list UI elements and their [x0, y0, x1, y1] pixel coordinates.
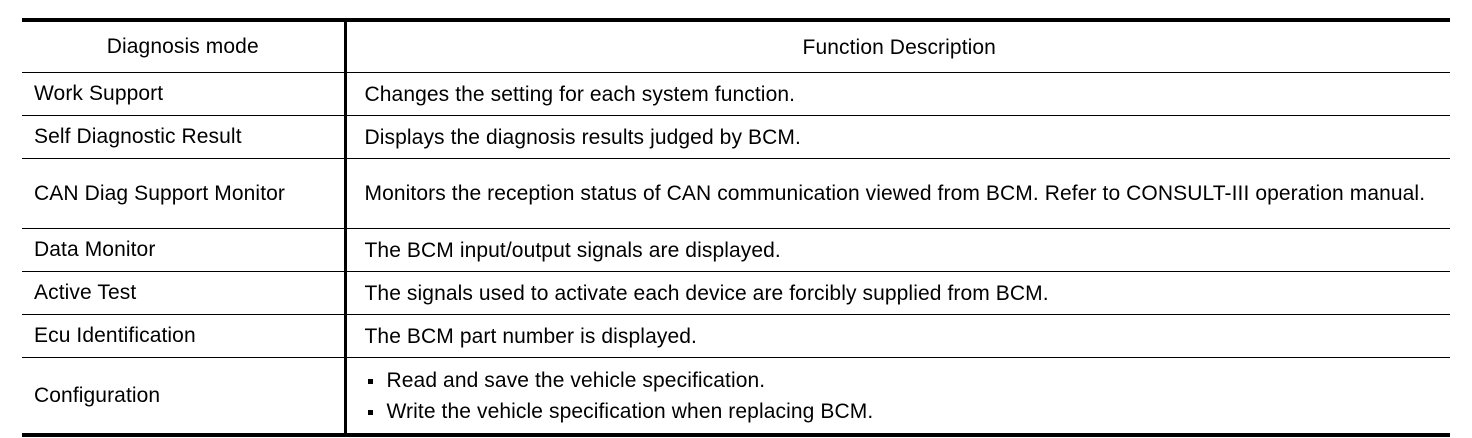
- cell-description: The BCM input/output signals are display…: [345, 228, 1450, 272]
- table-row: Active Test The signals used to activate…: [22, 271, 1450, 315]
- mode-label: Active Test: [34, 281, 137, 304]
- list-item: Read and save the vehicle specification.: [365, 365, 1435, 396]
- cell-mode: Ecu Identification: [22, 314, 347, 358]
- cell-mode: Data Monitor: [22, 228, 347, 272]
- cell-description: Monitors the reception status of CAN com…: [345, 158, 1450, 229]
- header-cell-function-description: Function Description: [345, 18, 1450, 73]
- mode-label: Work Support: [34, 82, 164, 105]
- description-text: Displays the diagnosis results judged by…: [364, 125, 801, 149]
- cell-description: Displays the diagnosis results judged by…: [345, 115, 1450, 159]
- mode-label: Ecu Identification: [34, 324, 196, 347]
- description-text: The BCM input/output signals are display…: [364, 238, 781, 262]
- mode-label: Configuration: [34, 383, 161, 407]
- header-label-diagnosis-mode: Diagnosis mode: [106, 35, 259, 58]
- table-header-row: Diagnosis mode Function Description: [22, 18, 1450, 73]
- table-row: Work Support Changes the setting for eac…: [22, 72, 1450, 116]
- table-row: CAN Diag Support Monitor Monitors the re…: [22, 158, 1450, 229]
- cell-mode: Configuration: [22, 357, 347, 437]
- description-text: Changes the setting for each system func…: [364, 82, 796, 106]
- table-row: Self Diagnostic Result Displays the diag…: [22, 115, 1450, 159]
- cell-mode: Active Test: [22, 271, 347, 315]
- header-label-function-description: Function Description: [802, 35, 996, 59]
- mode-label: Self Diagnostic Result: [34, 125, 242, 148]
- description-text: Monitors the reception status of CAN com…: [364, 182, 1426, 205]
- cell-mode: CAN Diag Support Monitor: [22, 158, 347, 229]
- cell-description: Changes the setting for each system func…: [345, 72, 1450, 116]
- table-row: Configuration Read and save the vehicle …: [22, 357, 1451, 437]
- cell-description: The signals used to activate each device…: [345, 271, 1450, 315]
- description-text: The signals used to activate each device…: [364, 281, 1049, 305]
- diagnosis-mode-table: Diagnosis mode Function Description Work…: [22, 18, 1450, 437]
- description-bullet-list: Read and save the vehicle specification.…: [347, 365, 1451, 427]
- mode-label: CAN Diag Support Monitor: [34, 181, 286, 205]
- table-row: Ecu Identification The BCM part number i…: [22, 314, 1450, 358]
- cell-mode: Self Diagnostic Result: [22, 115, 347, 159]
- description-text: The BCM part number is displayed.: [364, 324, 697, 348]
- header-cell-diagnosis-mode: Diagnosis mode: [22, 18, 347, 73]
- cell-mode: Work Support: [22, 72, 347, 116]
- cell-description: Read and save the vehicle specification.…: [345, 357, 1451, 437]
- list-item: Write the vehicle specification when rep…: [365, 396, 1435, 427]
- table-row: Data Monitor The BCM input/output signal…: [22, 228, 1450, 272]
- cell-description: The BCM part number is displayed.: [345, 314, 1450, 358]
- mode-label: Data Monitor: [34, 238, 156, 261]
